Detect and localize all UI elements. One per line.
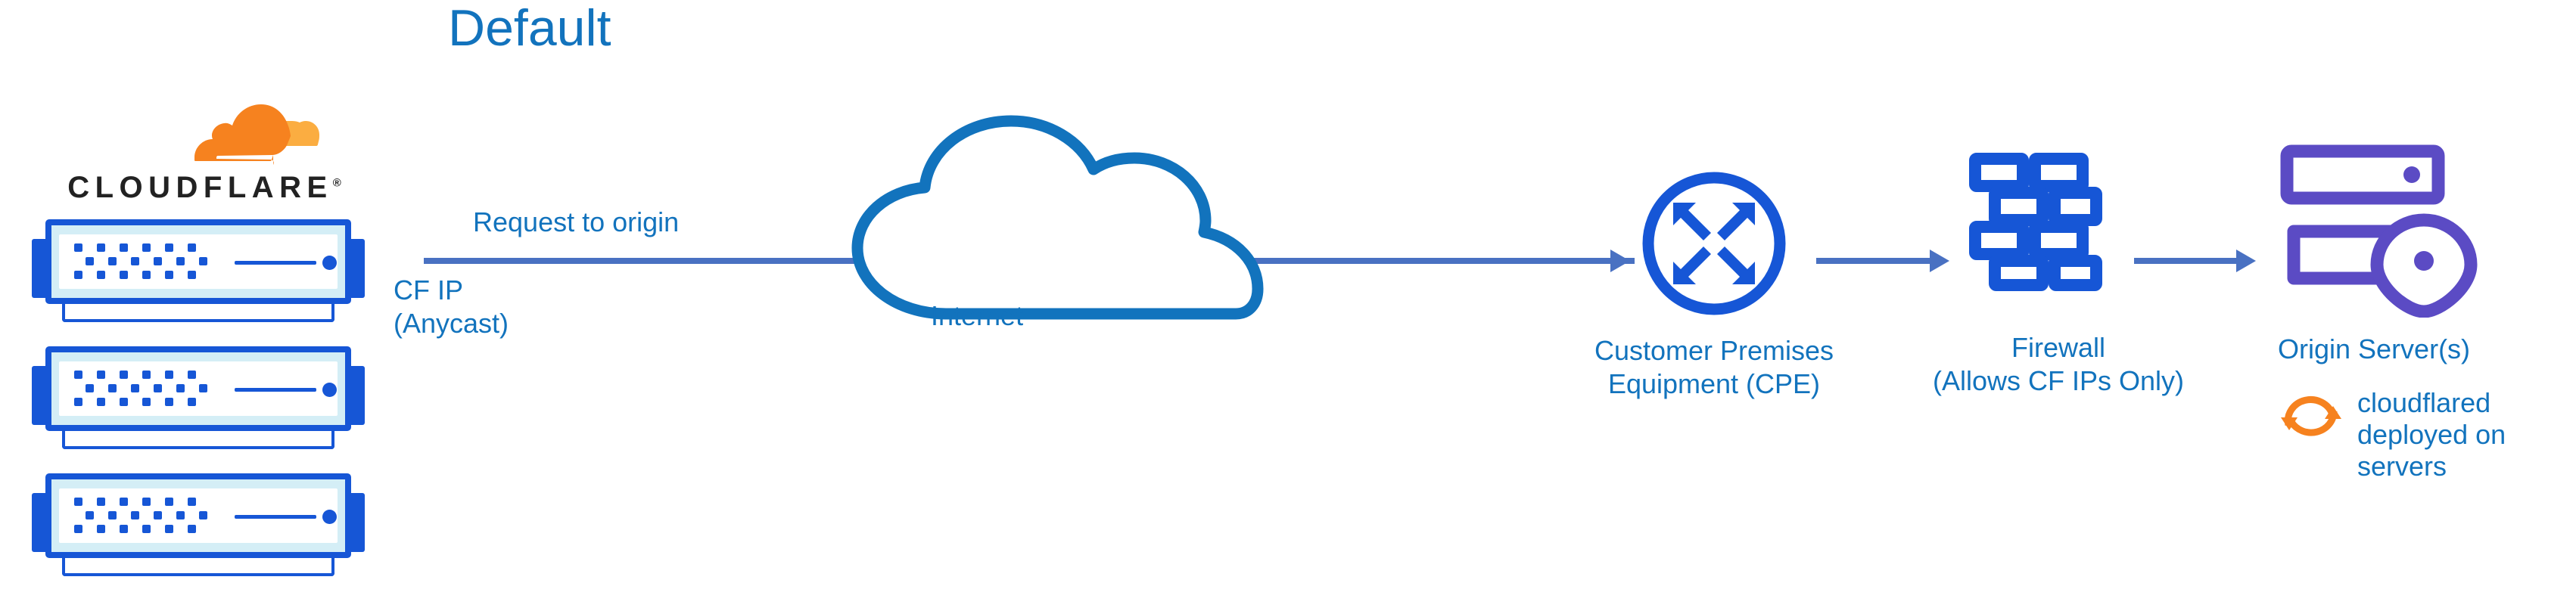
cloudflare-wordmark: CLOUDFLARE® [67,171,341,204]
flow-arrow-cpe-to-firewall [1816,258,1934,264]
switch-status-led [322,383,337,397]
switch-status-led [322,256,337,270]
switch-shadow [62,304,334,322]
server-rack-location-icon [2280,144,2478,318]
router-icon [1642,172,1786,315]
network-switch-icon [32,346,365,449]
flow-arrowhead-cpe-to-firewall [1930,250,1949,272]
cloudflare-cloud-logo-icon [194,104,319,165]
brick-wall-icon [1969,153,2102,291]
switch-status-led [322,510,337,524]
internet-label: Internet [931,300,1024,331]
cf-ip-anycast-label: CF IP (Anycast) [394,274,509,339]
cloudflare-logo: CLOUDFLARE® [42,98,367,204]
request-to-origin-label: Request to origin [473,206,680,237]
switch-status-line [235,261,316,265]
cpe-label: Customer Premises Equipment (CPE) [1594,335,1834,399]
switch-status-line [235,388,316,392]
network-switch-icon [32,219,365,322]
switch-ports-icon [74,498,207,533]
switch-ports-icon [74,371,207,406]
switch-ports-icon [74,243,207,279]
origin-server-label: Origin Server(s) [2278,333,2471,364]
flow-arrow-firewall-to-origin [2134,258,2240,264]
sync-arrows-icon [2281,396,2341,436]
page-title: Default [448,0,611,57]
flow-arrowhead-firewall-to-origin [2236,250,2256,272]
switch-shadow [62,431,334,449]
cloud-icon [851,115,1264,320]
switch-status-line [235,515,316,519]
flow-arrowhead-edge-to-cpe [1610,250,1630,272]
switch-shadow [62,558,334,576]
network-switch-icon [32,473,365,576]
cloudflared-label: cloudflared deployed on servers [2357,387,2506,482]
firewall-label: Firewall (Allows CF IPs Only) [1932,332,2185,396]
